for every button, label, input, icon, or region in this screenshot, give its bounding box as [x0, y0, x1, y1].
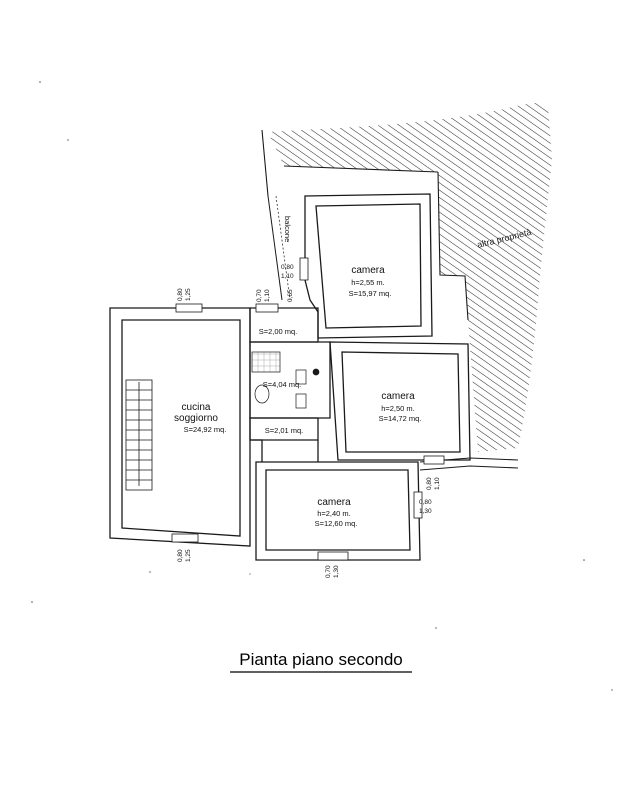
scan-specks [31, 81, 613, 691]
dim-label: 0,80 [426, 477, 433, 490]
room-camera-3: camera h=2,40 m. S=12,60 mq. [315, 497, 358, 528]
room-height: h=2,40 m. [317, 509, 351, 518]
dim-label: 1,25 [185, 549, 192, 562]
room-name: camera [351, 265, 385, 276]
dim-label: 1,25 [185, 288, 192, 301]
room-area: S=15,97 mq. [349, 289, 392, 298]
dim-label: 0,65 [287, 289, 294, 302]
dim-label: 1,30 [419, 508, 432, 515]
dimension-labels: 0,80 1,25 0,80 1,25 0,70 1,10 0,65 0,80 … [177, 264, 441, 578]
other-property-area: altra proprietà [268, 103, 552, 453]
dim-label: 0,70 [256, 289, 263, 302]
dim-label: 0,80 [177, 288, 184, 301]
dim-label: 0,80 [177, 549, 184, 562]
balcony: balcone [267, 195, 292, 301]
staircase [125, 379, 153, 491]
room-name: camera [317, 497, 351, 508]
walls [109, 193, 471, 561]
room-name: camera [381, 391, 415, 402]
room-area: S=24,92 mq. [184, 425, 227, 434]
plan-caption: Pianta piano secondo [239, 650, 403, 669]
dim-label: 1,30 [333, 565, 340, 578]
dim-label: 0,70 [325, 565, 332, 578]
dim-label: 0,80 [419, 499, 432, 506]
room-area: S=12,60 mq. [315, 519, 358, 528]
windows [171, 257, 445, 561]
room-cucina: cucina soggiorno S=24,92 mq. [174, 402, 226, 434]
room-area: S=14,72 mq. [379, 414, 422, 423]
dim-label: 1,10 [281, 273, 294, 280]
room-camera-1: camera h=2,55 m. S=15,97 mq. [349, 265, 392, 298]
balcony-label: balcone [283, 216, 292, 242]
bathroom-fixtures [251, 351, 320, 409]
room-name-2: soggiorno [174, 413, 218, 424]
dim-label: 1,10 [434, 477, 441, 490]
room-disimpegno-area: S=2,00 mq. [259, 327, 298, 336]
dim-label: 1,10 [264, 289, 271, 302]
room-bagno-area: S=4,04 mq. [263, 380, 302, 389]
room-height: h=2,55 m. [351, 278, 385, 287]
room-height: h=2,50 m. [381, 404, 415, 413]
dim-label: 0,80 [281, 264, 294, 271]
room-camera-2: camera h=2,50 m. S=14,72 mq. [379, 391, 422, 423]
caption-group: Pianta piano secondo [230, 650, 412, 673]
room-name: cucina [182, 402, 211, 413]
room-corridoio-area: S=2,01 mq. [265, 426, 304, 435]
